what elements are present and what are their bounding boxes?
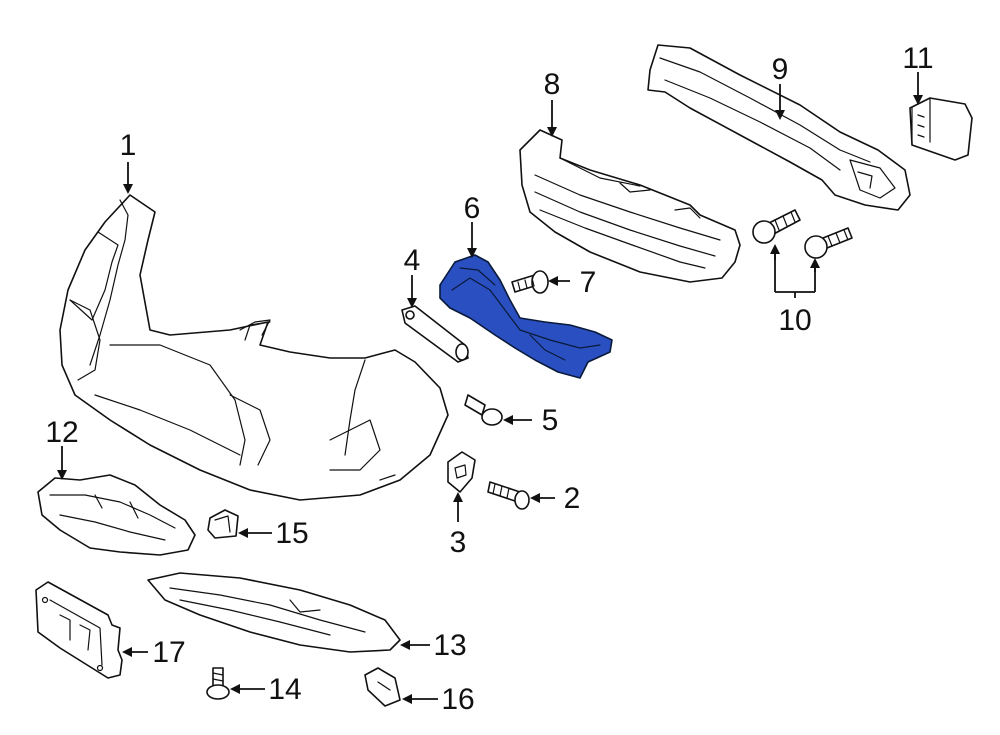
callout-2: 2 (564, 482, 581, 515)
bolt-part-10b[interactable] (804, 227, 853, 259)
reinforcement-beam-part-9[interactable] (647, 44, 911, 211)
under-cover-part-13[interactable] (147, 572, 401, 653)
push-clip-part-5[interactable] (464, 394, 503, 426)
clip-part-3[interactable] (447, 451, 476, 493)
callout-15: 15 (275, 517, 308, 550)
callout-3: 3 (450, 526, 467, 559)
callout-4: 4 (404, 244, 421, 277)
callout-9: 9 (772, 53, 789, 86)
absorber-part-8[interactable] (519, 129, 741, 283)
callout-12: 12 (45, 416, 78, 449)
callout-5: 5 (542, 404, 559, 437)
leader-10 (774, 250, 816, 298)
bolt-part-14[interactable] (206, 667, 230, 700)
callout-13: 13 (433, 629, 466, 662)
under-cover-part-12[interactable] (37, 474, 196, 556)
callout-14: 14 (268, 673, 301, 706)
license-bracket-part-17[interactable] (35, 581, 123, 679)
bolt-part-7[interactable] (511, 270, 549, 294)
bracket-part-4[interactable] (401, 305, 469, 363)
callout-1: 1 (120, 129, 137, 162)
leader-lines (57, 72, 923, 704)
clip-part-16[interactable] (364, 667, 401, 707)
bracket-part-11[interactable] (909, 97, 973, 161)
bolt-part-2[interactable] (487, 481, 530, 510)
callout-labels: 1 2 3 4 5 6 7 8 9 10 11 12 13 14 15 16 1… (45, 42, 933, 716)
energy-absorber-part-6[interactable] (439, 254, 613, 379)
callout-8: 8 (544, 68, 561, 101)
callout-6: 6 (464, 192, 481, 225)
callout-7: 7 (580, 266, 597, 299)
bolt-part-10a[interactable] (752, 209, 801, 244)
callout-16: 16 (441, 683, 474, 716)
callout-10: 10 (778, 304, 811, 337)
callout-11: 11 (902, 42, 933, 75)
bumper-cover-part[interactable] (59, 194, 449, 501)
callout-17: 17 (152, 636, 185, 669)
clip-part-15[interactable] (207, 509, 239, 539)
